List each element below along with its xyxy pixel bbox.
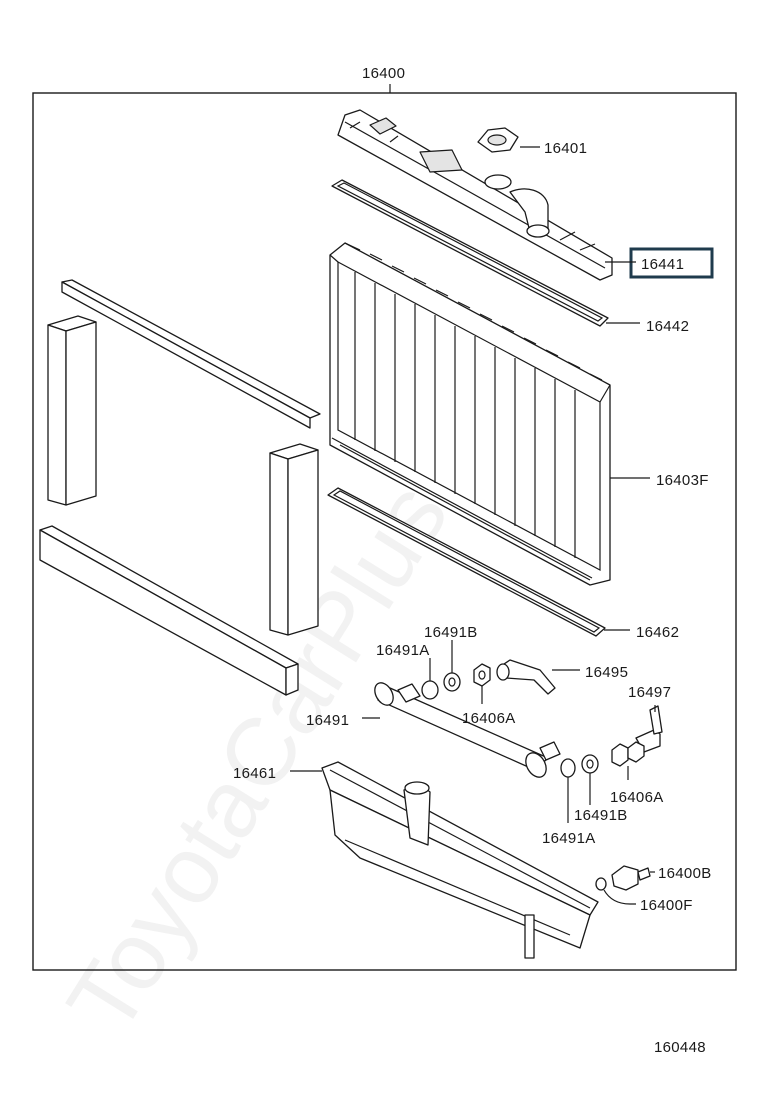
label-16495[interactable]: 16495 — [585, 664, 628, 681]
part-gasket-16400F[interactable] — [595, 877, 607, 891]
label-16497[interactable]: 16497 — [628, 684, 671, 701]
part-lower-tank-16461[interactable] — [321, 761, 599, 959]
part-side-seals[interactable] — [39, 279, 321, 696]
label-16441[interactable]: 16441 — [641, 256, 684, 273]
label-16401[interactable]: 16401 — [544, 140, 587, 157]
part-drain-hose-16495[interactable] — [496, 659, 556, 695]
diagram-frame — [32, 92, 737, 971]
label-16406A-top[interactable]: 16406A — [462, 710, 516, 727]
label-16491B-bottom[interactable]: 16491B — [574, 807, 628, 824]
label-16461[interactable]: 16461 — [233, 765, 276, 782]
part-gasket-16442[interactable] — [331, 179, 609, 327]
part-filler-neck-16401[interactable] — [477, 127, 519, 153]
part-upper-tank-16441[interactable] — [337, 109, 613, 281]
part-oring-16491A-bottom[interactable] — [560, 758, 576, 778]
label-16400F[interactable]: 16400F — [640, 897, 693, 914]
label-16403F[interactable]: 16403F — [656, 472, 709, 489]
label-16442[interactable]: 16442 — [646, 318, 689, 335]
part-nut-16406A-top[interactable] — [473, 663, 491, 687]
part-drain-plug-16400B[interactable] — [611, 865, 651, 891]
label-assembly-16400[interactable]: 16400 — [362, 65, 405, 82]
part-radiator-core-16403F[interactable] — [329, 242, 611, 586]
label-16491B-top[interactable]: 16491B — [424, 624, 478, 641]
part-washer-16491B-top[interactable] — [443, 672, 461, 692]
part-oring-16491A-top[interactable] — [421, 680, 439, 700]
label-16400B[interactable]: 16400B — [658, 865, 712, 882]
label-16491[interactable]: 16491 — [306, 712, 349, 729]
label-16406A-bottom[interactable]: 16406A — [610, 789, 664, 806]
label-16462[interactable]: 16462 — [636, 624, 679, 641]
label-16491A-top[interactable]: 16491A — [376, 642, 430, 659]
highlight-box-16441[interactable] — [629, 247, 714, 279]
part-gasket-16462[interactable] — [327, 487, 606, 637]
figure-number: 160448 — [654, 1039, 706, 1056]
label-16491A-bottom[interactable]: 16491A — [542, 830, 596, 847]
part-washer-16491B-bottom[interactable] — [581, 754, 599, 774]
part-nut-16406A-bottom[interactable] — [611, 741, 645, 767]
part-pipe-16491[interactable] — [371, 680, 561, 781]
